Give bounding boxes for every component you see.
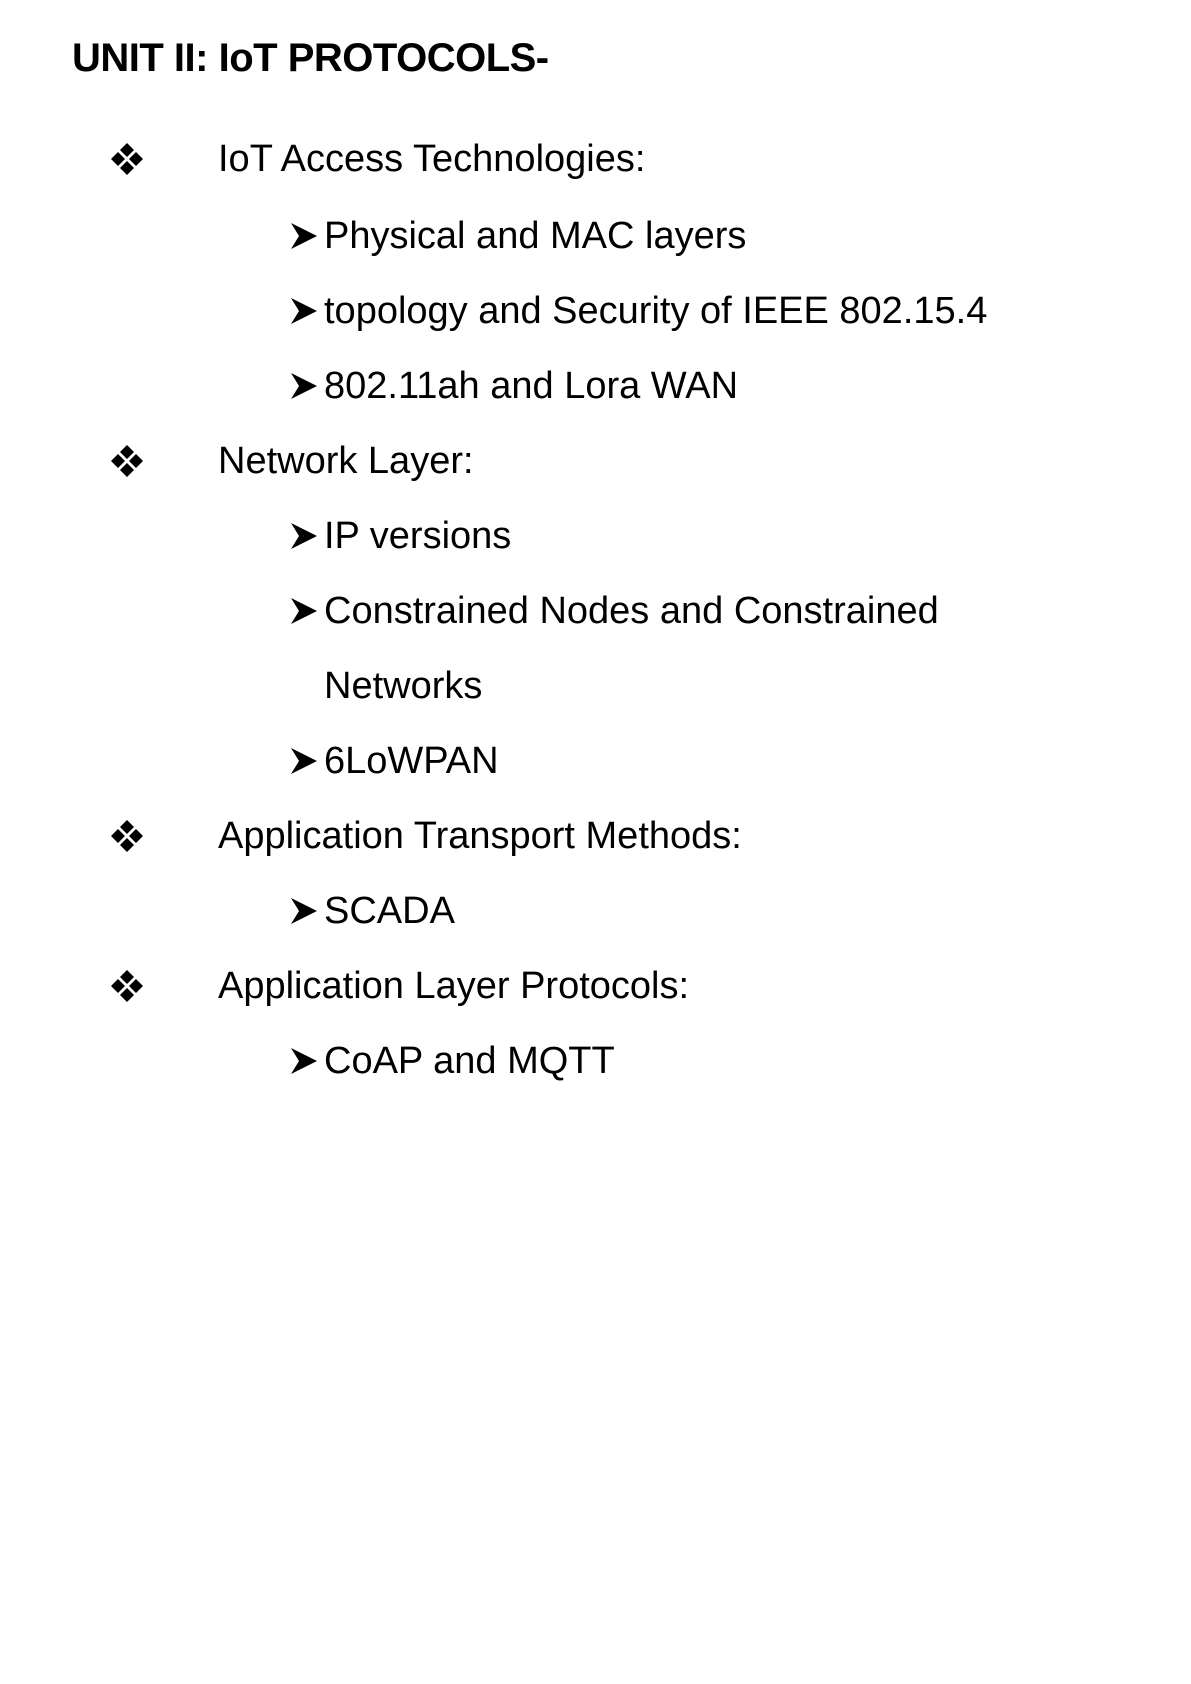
four-diamond-bullet-icon: [111, 143, 143, 175]
arrowhead-bullet-icon: [291, 298, 317, 324]
four-diamond-bullet-icon: [111, 445, 143, 477]
section-label: Application Layer Protocols:: [218, 965, 690, 1007]
arrowhead-bullet-icon: [291, 1048, 317, 1074]
list-item-text: 802.11ah and Lora WAN: [324, 365, 739, 407]
section-label: IoT Access Technologies:: [218, 138, 646, 180]
arrowhead-bullet-icon: [291, 223, 317, 249]
list-item-text: Constrained Nodes and Constrained: [324, 590, 939, 632]
list-item-text: CoAP and MQTT: [324, 1040, 615, 1082]
section-label: Application Transport Methods:: [218, 815, 742, 857]
list-item-text: IP versions: [324, 515, 512, 557]
arrowhead-bullet-icon: [291, 898, 317, 924]
section-label: Network Layer:: [218, 440, 474, 482]
list-item-text: topology and Security of IEEE 802.15.4: [324, 290, 988, 332]
arrowhead-bullet-icon: [291, 748, 317, 774]
arrowhead-bullet-icon: [291, 523, 317, 549]
list-item-text: Physical and MAC layers: [324, 215, 747, 257]
arrowhead-bullet-icon: [291, 373, 317, 399]
list-item-text: SCADA: [324, 890, 455, 932]
list-item-text: Networks: [324, 665, 483, 707]
arrowhead-bullet-icon: [291, 598, 317, 624]
four-diamond-bullet-icon: [111, 970, 143, 1002]
list-item-text: 6LoWPAN: [324, 740, 499, 782]
four-diamond-bullet-icon: [111, 820, 143, 852]
page-title: UNIT II: IoT PROTOCOLS-: [72, 36, 549, 80]
